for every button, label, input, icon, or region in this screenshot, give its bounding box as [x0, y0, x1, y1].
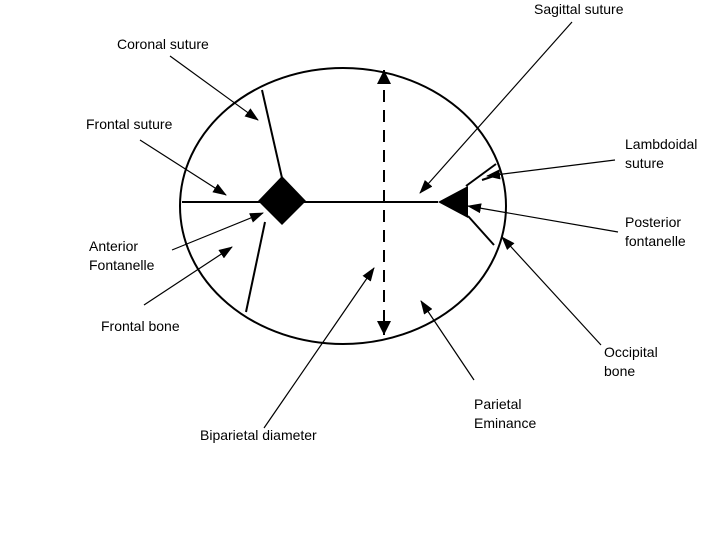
occipital-bone-label-line1: Occipital: [604, 344, 658, 360]
anterior-fontanelle-arrow: [171, 212, 264, 251]
anterior-fontanelle-label-line2: Fontanelle: [89, 257, 155, 273]
posterior-fontanelle-shape: [438, 186, 468, 218]
lambdoidal-suture-lower: [467, 215, 495, 246]
lambdoidal-suture-label: Lambdoidal suture: [625, 135, 697, 173]
frontal-bone-arrow: [143, 246, 233, 306]
sagittal-suture-arrow: [419, 21, 573, 194]
coronal-suture-label: Coronal suture: [117, 36, 209, 52]
occipital-bone-label: Occipital bone: [604, 343, 658, 381]
lambdoidal-suture-label-line1: Lambdoidal: [625, 136, 698, 152]
parietal-eminance-label-line1: Parietal: [474, 396, 522, 412]
coronal-suture-arrow: [169, 55, 259, 121]
biparietal-diameter-label: Biparietal diameter: [200, 427, 317, 443]
posterior-fontanelle-arrow: [467, 203, 619, 233]
lambdoidal-suture-upper: [465, 163, 497, 187]
biparietal-diameter-arrow: [263, 267, 375, 429]
lambdoidal-suture-label-line2: suture: [625, 155, 664, 171]
frontal-suture-arrow: [139, 139, 227, 196]
skull-outline: [179, 67, 507, 345]
frontal-bone-label: Frontal bone: [101, 318, 180, 334]
frontal-suture-label: Frontal suture: [86, 116, 173, 132]
coronal-suture-lower: [245, 221, 266, 313]
lambdoidal-suture-arrow: [486, 159, 616, 180]
biparietal-arrowhead-bottom: [377, 321, 391, 335]
anterior-fontanelle-label-line1: Anterior: [89, 238, 139, 254]
occipital-bone-label-line2: bone: [604, 363, 636, 379]
posterior-fontanelle-label-line2: fontanelle: [625, 233, 686, 249]
parietal-eminance-label-line2: Eminance: [474, 415, 537, 431]
posterior-fontanelle-label: Posterior fontanelle: [625, 213, 686, 251]
coronal-suture-upper: [261, 89, 283, 179]
sagittal-suture-label: Sagittal suture: [534, 1, 624, 17]
occipital-bone-arrow: [501, 236, 602, 346]
anterior-fontanelle-shape: [258, 176, 306, 225]
parietal-eminance-arrow: [420, 300, 475, 381]
parietal-eminance-label: Parietal Eminance: [474, 395, 536, 433]
biparietal-arrowhead-top: [377, 70, 391, 84]
anterior-fontanelle-label: Anterior Fontanelle: [89, 237, 154, 275]
posterior-fontanelle-label-line1: Posterior: [625, 214, 682, 230]
